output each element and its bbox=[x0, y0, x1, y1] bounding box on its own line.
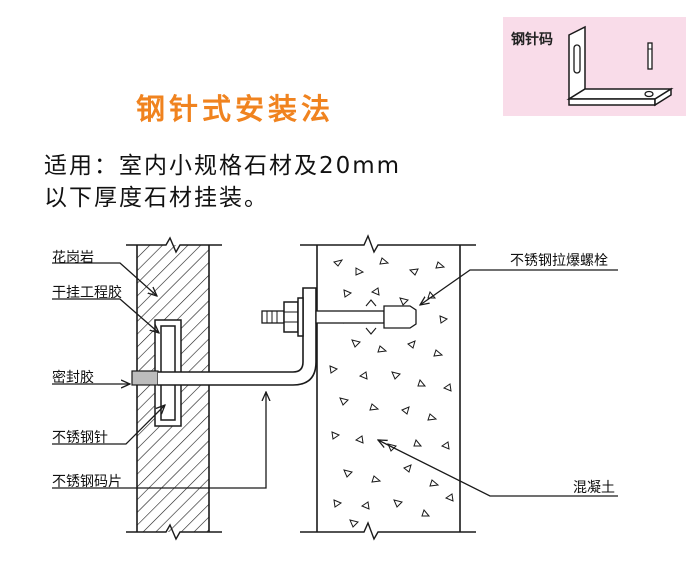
concrete-aggregate bbox=[329, 257, 454, 528]
steel-pin-icon bbox=[647, 42, 653, 70]
sealant-strip bbox=[131, 370, 159, 386]
bracket-inset-drawing bbox=[566, 25, 674, 107]
concrete-wall bbox=[300, 234, 476, 541]
bracket-horizontal-side bbox=[654, 87, 672, 107]
expansion-bolt bbox=[261, 297, 417, 337]
washer-icon bbox=[297, 297, 304, 337]
description-line-2: 以下厚度石材挂装。 bbox=[44, 185, 269, 211]
label-expansion-bolt: 不锈钢拉爆螺栓 bbox=[510, 253, 608, 269]
diagram-title: 钢针式安装法 bbox=[136, 92, 335, 126]
nut-icon bbox=[283, 301, 299, 333]
label-sealant: 密封胶 bbox=[52, 370, 94, 386]
label-concrete: 混凝土 bbox=[573, 480, 615, 496]
applicability-description: 适用：室内小规格石材及20mm 以下厚度石材挂装。 bbox=[44, 150, 401, 214]
label-steel-bracket: 不锈钢码片 bbox=[52, 474, 122, 490]
leader-bracket bbox=[52, 392, 266, 489]
bracket-hole-icon bbox=[644, 90, 654, 98]
description-line-1: 适用：室内小规格石材及20mm bbox=[44, 153, 402, 179]
inset-label: 钢针码 bbox=[511, 32, 553, 48]
bracket-slot-icon bbox=[573, 44, 581, 74]
label-steel-pin: 不锈钢针 bbox=[52, 430, 108, 446]
leader-adhesive bbox=[52, 298, 159, 333]
leader-granite bbox=[52, 262, 157, 296]
steel-pin-bracket-inset: 钢针码 bbox=[503, 17, 686, 116]
leader-steel-pin bbox=[52, 405, 165, 445]
label-adhesive: 干挂工程胶 bbox=[52, 285, 122, 301]
expansion-sleeve-icon bbox=[383, 305, 417, 329]
steel-bracket bbox=[158, 287, 317, 386]
leader-expansion-bolt bbox=[420, 269, 618, 305]
leader-concrete bbox=[378, 440, 618, 497]
label-granite: 花岗岩 bbox=[52, 250, 94, 266]
leader-lines bbox=[52, 262, 618, 497]
